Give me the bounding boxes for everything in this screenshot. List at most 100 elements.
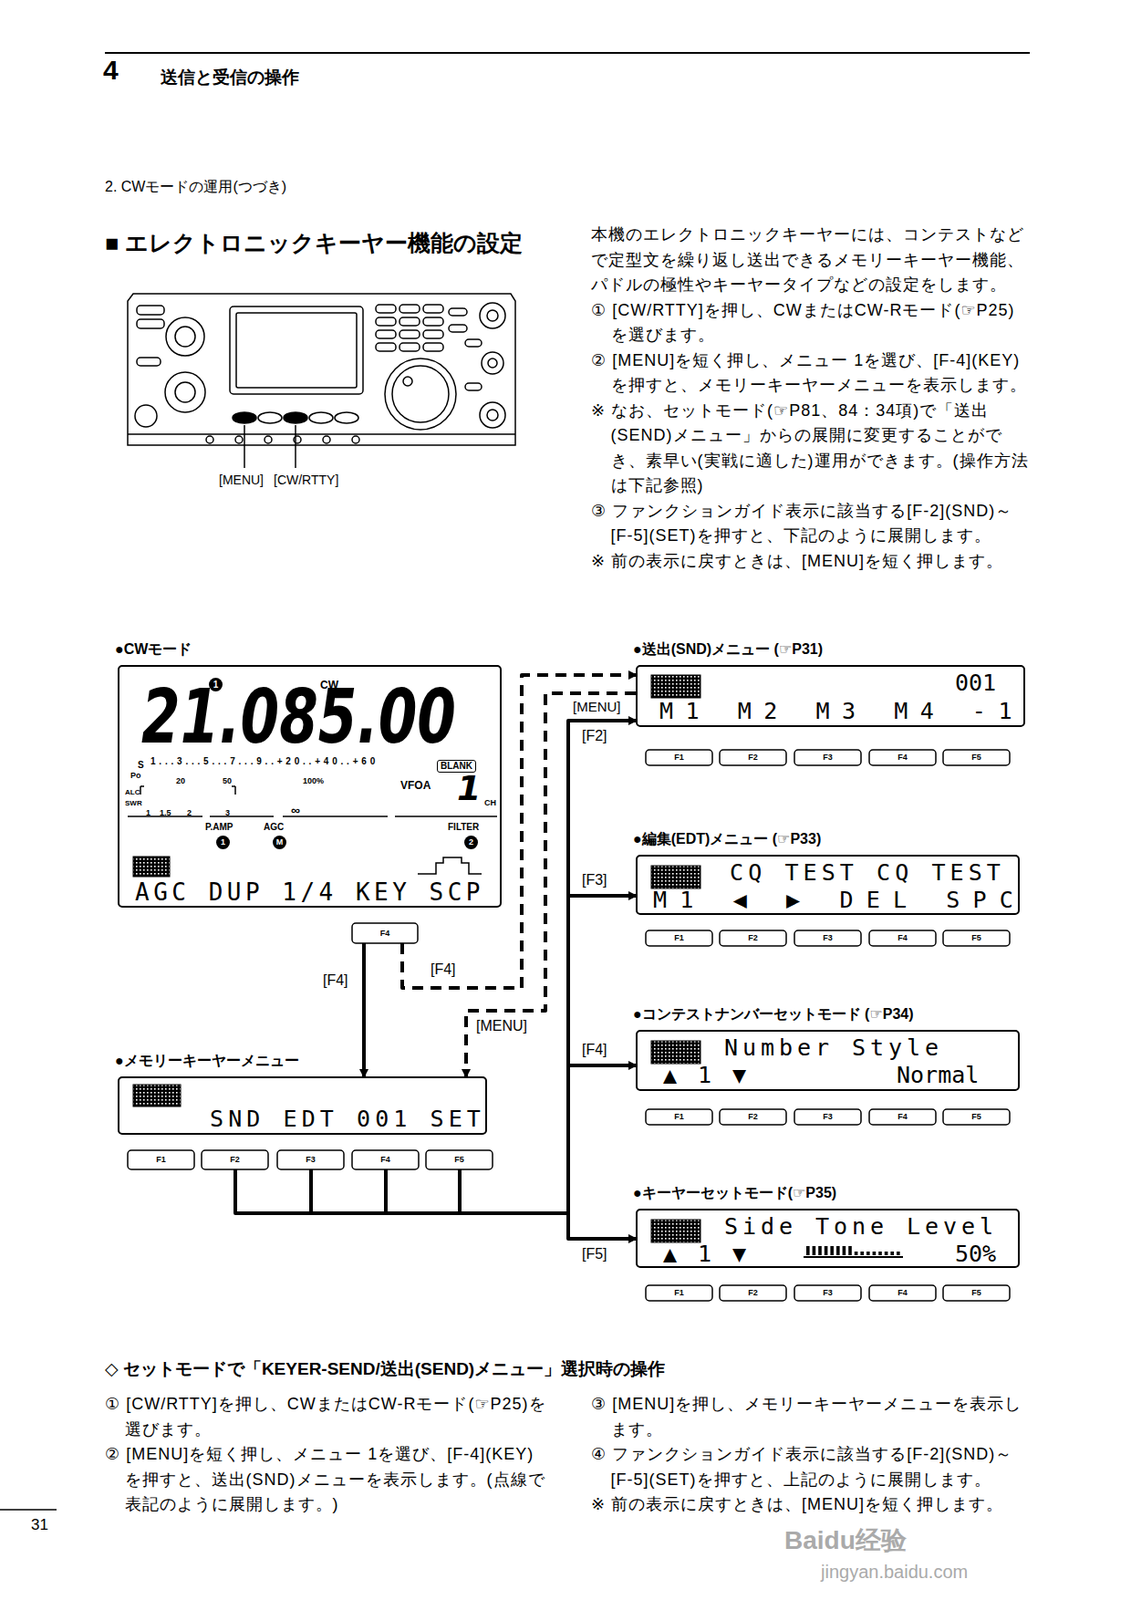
lcd-text: 21.085.00 [141, 679, 457, 755]
line-art [465, 339, 482, 347]
line-art [423, 342, 444, 352]
line-art [465, 383, 482, 391]
function-key [127, 1150, 195, 1170]
bar-segment [812, 1245, 817, 1256]
connector [459, 1169, 636, 1239]
lcd-text: 1...3...5...7...9..+20..+40..+60 [150, 756, 379, 768]
function-key [794, 1109, 862, 1125]
key-label: F2 [719, 1288, 787, 1298]
bar-segment [860, 1251, 864, 1256]
bar-segment [866, 1251, 871, 1256]
key-label: F3 [794, 1112, 862, 1121]
lcd-text: 50% [954, 1241, 997, 1267]
bar-segment [884, 1251, 889, 1256]
display-heading: ●送出(SND)メニュー (☞P31) [632, 641, 823, 658]
line-art [0, 1508, 57, 1511]
contest-number-display: ●コンテストナンバーセットモード (☞P34)Number Style▲ 1 ▼… [635, 1029, 1020, 1125]
key-label: F3 [794, 1288, 862, 1298]
function-key [645, 749, 713, 766]
bar-segment [872, 1251, 877, 1256]
lcd-text: CQ TEST CQ TEST [729, 860, 1006, 886]
lcd-text: 20 [176, 776, 186, 786]
lcd-text: Normal [896, 1062, 979, 1089]
function-key [794, 1285, 862, 1301]
lcd-text: 1.5 [159, 808, 172, 818]
lcd-text: 1 [145, 808, 151, 818]
key-label: F5 [943, 1112, 1010, 1121]
lcd-text: P.AMP [205, 821, 233, 833]
line-art [165, 372, 206, 413]
function-key [869, 749, 936, 766]
function-key [719, 749, 787, 766]
key-label: F4 [869, 933, 936, 943]
lcd-text: FILTER [447, 821, 479, 833]
line-art [258, 412, 282, 424]
line-art [651, 1040, 701, 1064]
function-key [943, 1285, 1010, 1301]
lcd-text: M1 M2 M3 M4 -1 [659, 698, 1025, 725]
key-label: F1 [645, 1112, 713, 1121]
memory-keyer-display: ●メモリーキーヤーメニューSND EDT 001 SET [117, 1076, 488, 1170]
function-key [201, 1150, 269, 1170]
page-rules [0, 52, 1030, 1510]
edge-label: [F3] [580, 871, 610, 889]
edge-label: [F4] [428, 961, 458, 978]
key-label: F1 [645, 933, 713, 943]
line-art [417, 857, 482, 874]
label: [MENU] [572, 698, 622, 715]
lcd-text: SWR [124, 798, 143, 808]
lcd-text: Side Tone Level [724, 1214, 998, 1240]
line-art [423, 317, 444, 326]
lcd-text: 100% [302, 776, 324, 786]
line-art [352, 435, 360, 444]
lcd-text: ▲ 1 ▼ [663, 1241, 750, 1267]
line-art [399, 304, 420, 313]
key-label: F4 [869, 753, 936, 762]
line-art [175, 382, 196, 403]
function-key [943, 930, 1010, 946]
line-art [232, 412, 257, 424]
connector [385, 1065, 636, 1214]
line-art [175, 326, 196, 347]
bar-segment [890, 1251, 894, 1256]
body-text: ※ 前の表示に戻すときは、[MENU]を短く押します。 [591, 1492, 1031, 1518]
label: 送信と受信の操作 [160, 65, 300, 90]
function-key [719, 1285, 787, 1301]
key-label: F4 [352, 929, 418, 938]
line-art [127, 433, 516, 436]
label: ■ エレクトロニックキーヤー機能の設定 [104, 228, 523, 259]
edge-label: [F5] [580, 1245, 610, 1263]
line-art [487, 358, 498, 368]
line-art [134, 404, 157, 427]
edit-menu-display: ●編集(EDT)メニュー (☞P33)CQ TEST CQ TESTM1 ◀ ▶… [635, 854, 1020, 946]
line-art [803, 1255, 903, 1258]
function-key [794, 930, 862, 946]
body-text: ③ ファンクションガイド表示に該当する[F-2](SND)～[F-5](SET)… [591, 498, 1031, 550]
key-label: F3 [277, 1155, 344, 1164]
bar-segment [848, 1245, 852, 1256]
line-art [283, 412, 308, 424]
lcd-text: ALC [124, 788, 140, 797]
body-text: ③ [MENU]を押し、メモリーキーヤーメニューを表示します。 [591, 1391, 1031, 1443]
lcd-text: S [137, 759, 145, 771]
key-label: F2 [719, 933, 787, 943]
line-art [375, 304, 467, 352]
lcd-text: 2 [464, 835, 478, 850]
line-art [264, 435, 272, 444]
body-text: 本機のエレクトロニックキーヤーには、コンテストなどで定型文を繰り返し送出できるメ… [591, 222, 1031, 299]
function-key [869, 930, 936, 946]
line-art [651, 1219, 701, 1243]
line-art [375, 342, 396, 352]
connector [466, 693, 636, 1077]
bar-segment [830, 1245, 834, 1256]
bar-segment [806, 1245, 810, 1256]
key-label: F3 [794, 753, 862, 762]
label: Baidu经验 [784, 1523, 907, 1558]
lcd-text: CH [484, 798, 497, 808]
line-art [481, 352, 504, 374]
lcd-text: AGC DUP 1/4 KEY SCP [134, 879, 485, 905]
function-key [869, 1109, 936, 1125]
display-heading: ●編集(EDT)メニュー (☞P33) [632, 830, 821, 848]
body-text: ① [CW/RTTY]を押し、CWまたはCW-Rモード(☞P25)を選びます。 [591, 298, 1031, 349]
